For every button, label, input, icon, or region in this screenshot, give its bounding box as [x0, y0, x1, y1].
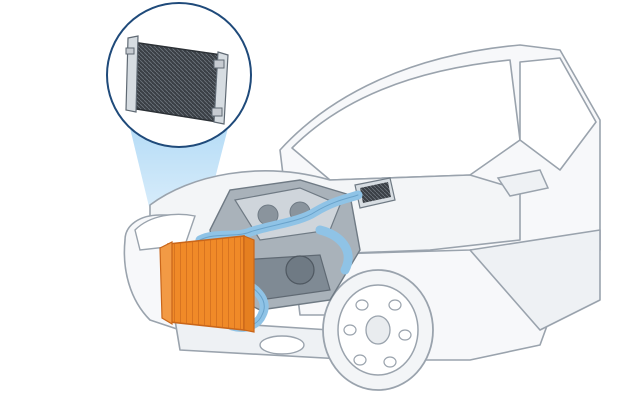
- headlight: [134, 213, 196, 251]
- intercooler: [354, 177, 396, 209]
- radiator-detail-icon: [106, 2, 252, 148]
- front-wheel: [322, 269, 434, 391]
- fog-light: [259, 335, 305, 355]
- radiator-highlight: [159, 235, 255, 333]
- side-mirror: [496, 169, 550, 197]
